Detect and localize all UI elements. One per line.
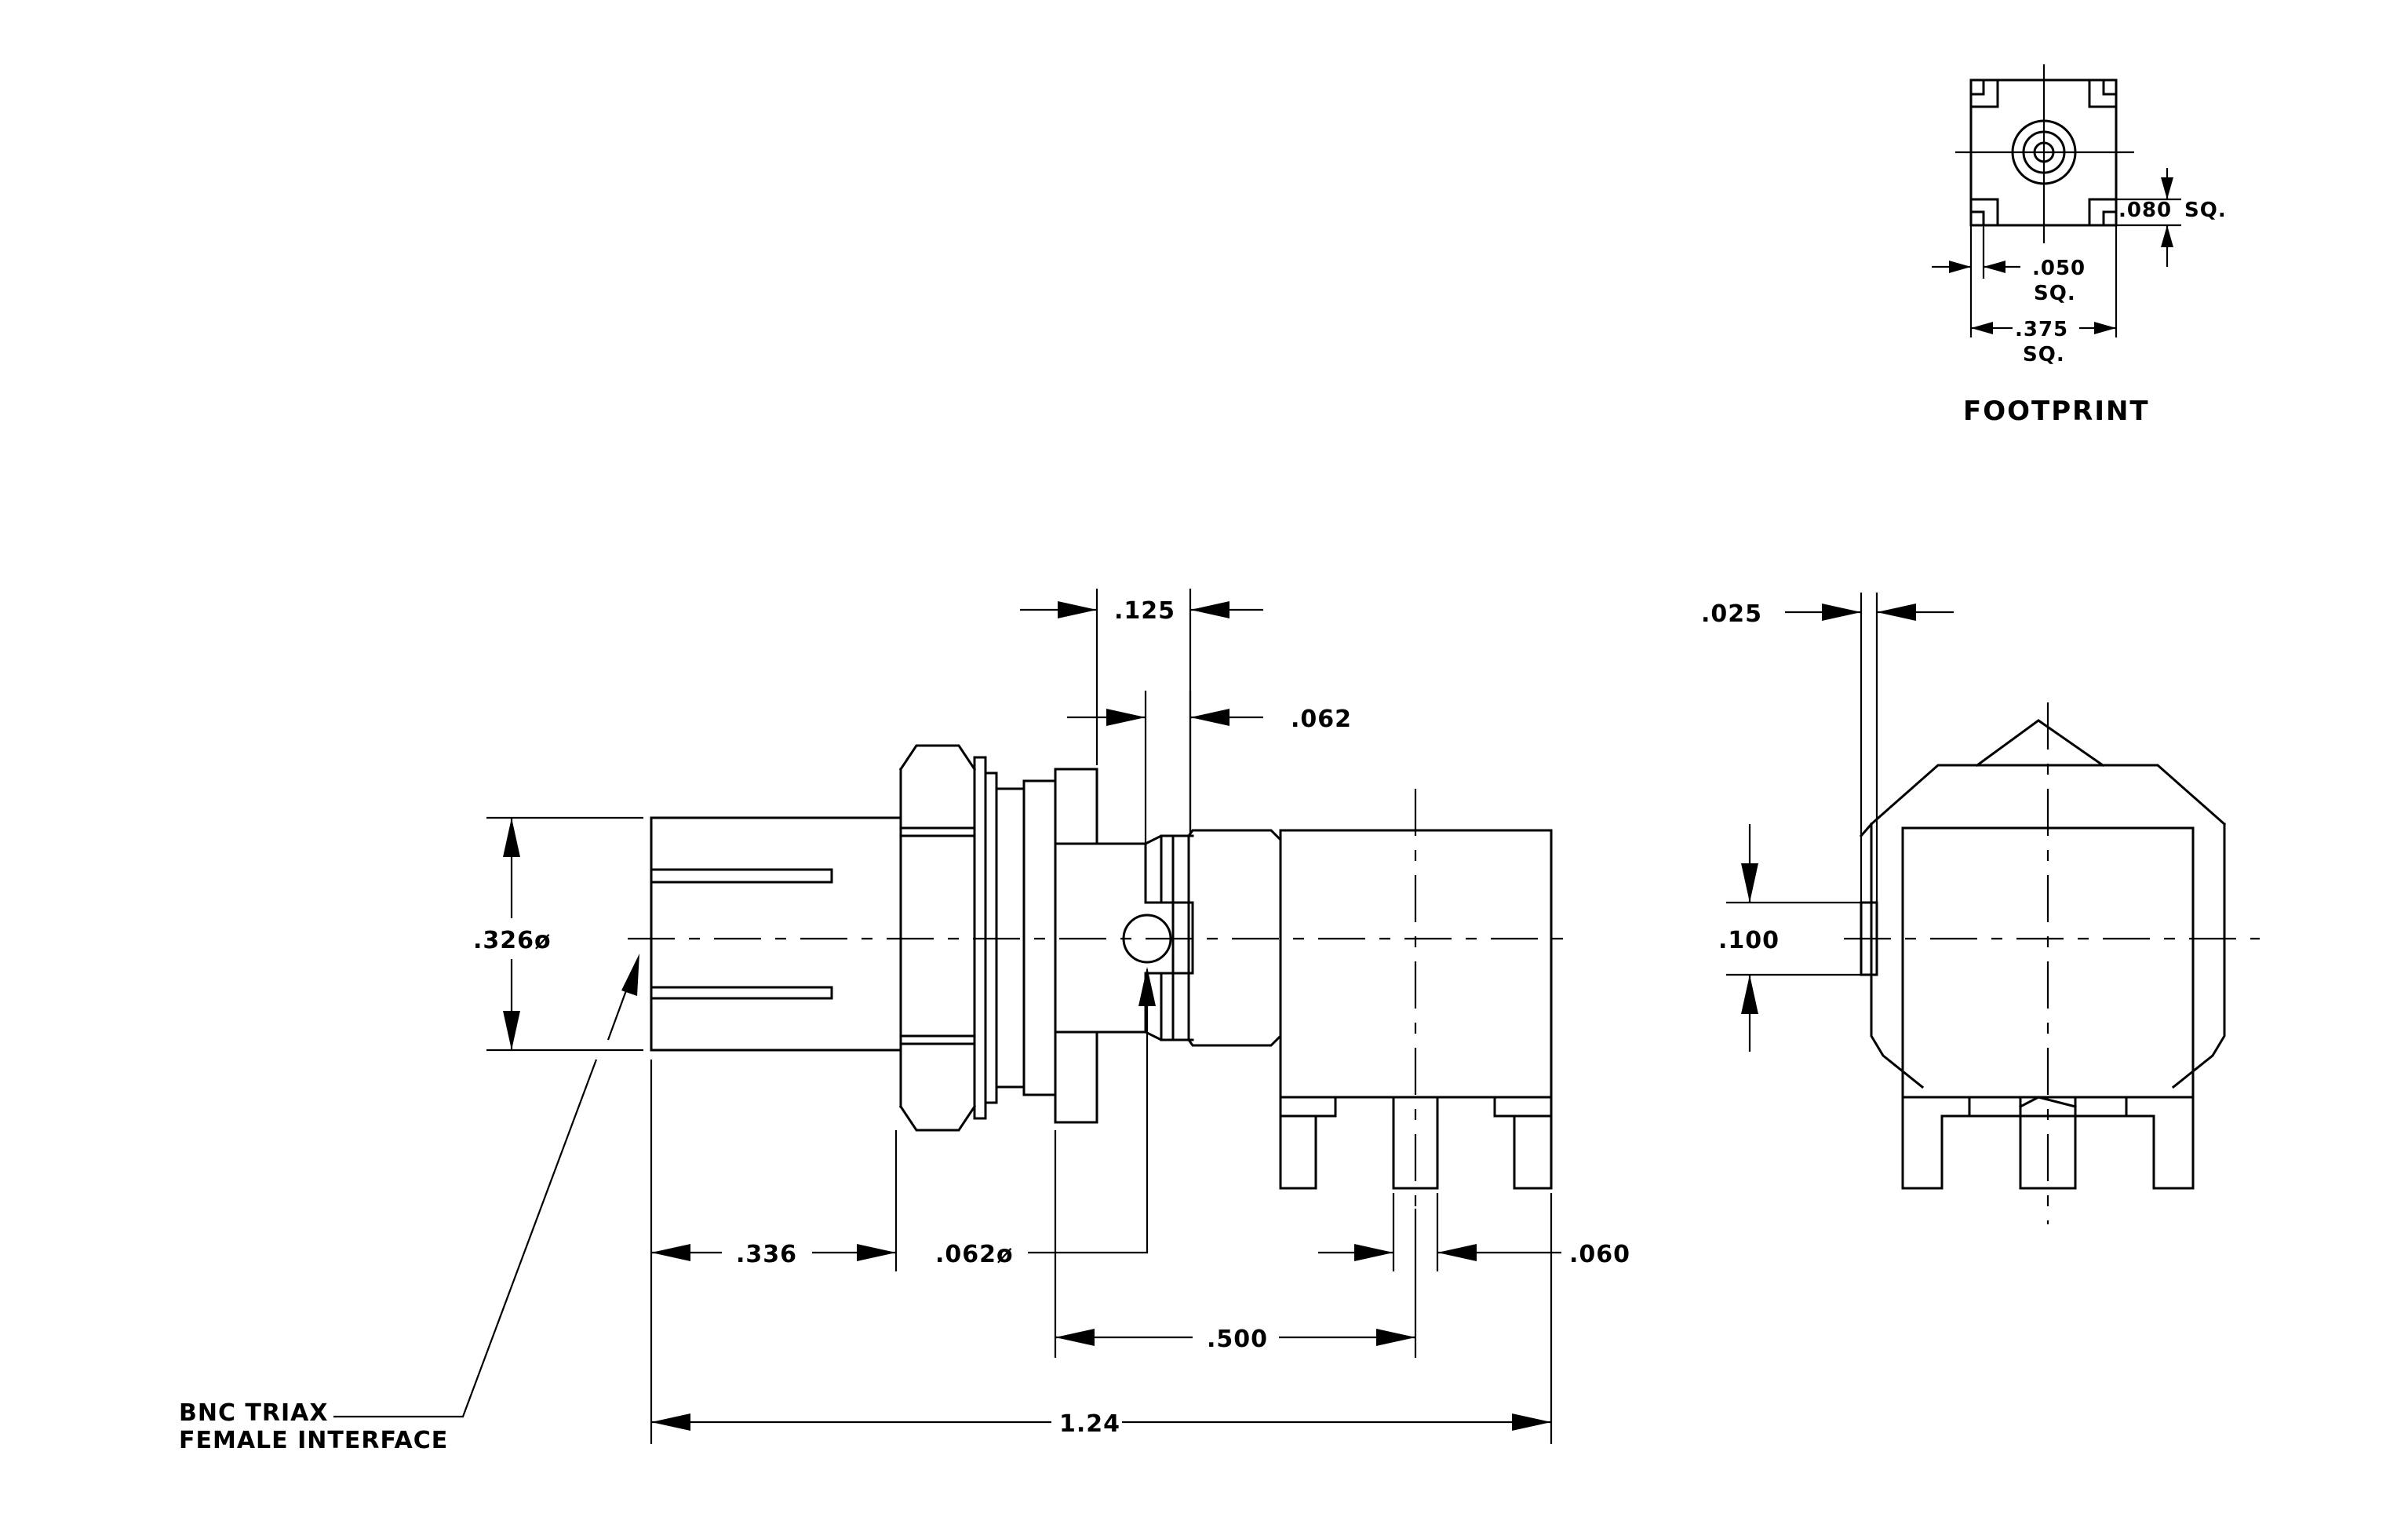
dim-124: 1.24 <box>651 1193 1553 1444</box>
dim-062-top: .062 <box>1067 691 1352 844</box>
dim-025: .025 <box>1701 593 1954 903</box>
callout-line-2: FEMALE INTERFACE <box>179 1427 448 1454</box>
dim-336-label: .336 <box>736 1241 797 1268</box>
interface-tube <box>650 816 902 1052</box>
dim-326-dia: .326ø <box>473 816 643 1052</box>
dim-060: .060 <box>1318 1193 1630 1271</box>
end-view <box>1844 702 2260 1224</box>
dim-100: .100 <box>1718 824 1861 1052</box>
dim-125-label: .125 <box>1114 597 1175 625</box>
callout-line-1: BNC TRIAX <box>179 1399 329 1427</box>
footprint: .080 SQ. .050 SQ. .375 SQ. FOOTPRINT <box>1932 64 2227 427</box>
footprint-375-label: .375 <box>2015 318 2068 341</box>
dim-062-dia: .062ø <box>935 967 1156 1268</box>
dim-025-label: .025 <box>1701 600 1762 628</box>
dim-326-dia-label: .326ø <box>473 927 552 954</box>
dim-336: .336 <box>650 1060 898 1444</box>
interface-callout: BNC TRIAX FEMALE INTERFACE <box>179 954 639 1454</box>
footprint-080-sq-label: SQ. <box>2184 199 2227 222</box>
footprint-title: FOOTPRINT <box>1963 396 2150 427</box>
dim-060-label: .060 <box>1569 1241 1630 1268</box>
footprint-375-sq-label: SQ. <box>2023 343 2065 367</box>
dim-500-label: .500 <box>1207 1326 1268 1353</box>
footprint-050-label: .050 <box>2032 257 2086 280</box>
dim-062-top-label: .062 <box>1291 706 1352 733</box>
dim-124-label: 1.24 <box>1059 1410 1120 1438</box>
footprint-080-label: .080 <box>2118 199 2172 222</box>
dim-062-dia-label: .062ø <box>935 1241 1014 1268</box>
side-view <box>628 744 1577 1209</box>
dim-100-label: .100 <box>1718 927 1780 954</box>
footprint-050-sq-label: SQ. <box>2034 282 2076 305</box>
dim-500: .500 <box>1054 1130 1417 1358</box>
